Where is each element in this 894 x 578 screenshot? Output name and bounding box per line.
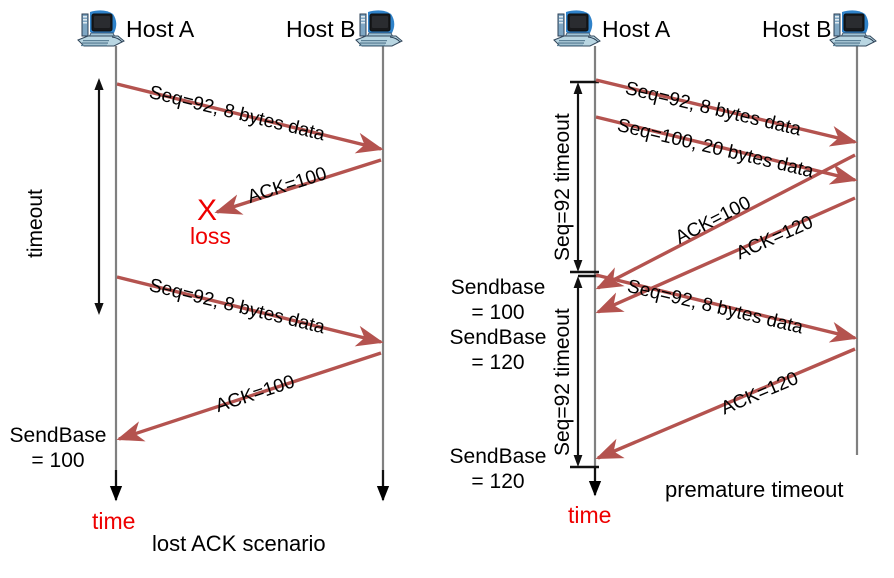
host-label-a-left: Host A <box>126 16 195 42</box>
computer-icon <box>553 10 601 47</box>
right-msg-3-arrow <box>595 153 856 290</box>
right-timeout-label-1: Seq=92 timeout <box>551 113 574 261</box>
loss-x-icon: X <box>197 194 218 227</box>
left-msg-3-arrow <box>116 275 384 347</box>
time-axis-label-right: time <box>568 502 612 528</box>
sendbase-note-right-2-line2: = 120 <box>471 470 525 493</box>
sendbase-note-right-2: SendBase = 120 <box>440 444 556 494</box>
host-label-b-right: Host B <box>762 16 832 42</box>
right-timeout-bracket-1 <box>570 80 599 274</box>
loss-label: loss <box>190 223 231 249</box>
right-msg-4-arrow <box>595 196 856 314</box>
sendbase-note-right-1-line1: Sendbase <box>450 276 546 299</box>
left-msg-4-arrow <box>116 351 382 442</box>
sendbase-note-right-1-line2: = 100 <box>471 301 525 324</box>
left-timeout-bracket <box>94 78 104 315</box>
sendbase-note-right-1-line3: SendBase <box>449 326 547 349</box>
sendbase-note-right-1: Sendbase = 100 SendBase = 120 <box>440 275 556 375</box>
host-label-b-left: Host B <box>286 16 356 42</box>
computer-icon <box>829 10 877 47</box>
left-msg-1-arrow <box>116 82 384 154</box>
right-timeout-bracket-2 <box>570 274 599 469</box>
right-msg-6-arrow <box>595 347 856 460</box>
sendbase-note-left: SendBase = 100 <box>6 423 110 473</box>
right-msg-2-arrow <box>595 115 858 185</box>
computer-icon <box>355 10 403 47</box>
caption-right: premature timeout <box>665 477 844 502</box>
left-timeout-label: timeout <box>24 189 47 258</box>
sendbase-note-right-1-line4: = 120 <box>471 351 525 374</box>
right-msg-1-arrow <box>595 78 858 147</box>
sendbase-note-left-line1: SendBase <box>9 424 107 447</box>
host-label-a-right: Host A <box>602 16 671 42</box>
right-msg-5-arrow <box>595 273 858 343</box>
sendbase-note-right-2-line1: SendBase <box>449 445 547 468</box>
caption-left: lost ACK scenario <box>152 531 326 556</box>
sendbase-note-left-line2: = 100 <box>31 449 85 472</box>
time-axis-label-left: time <box>92 508 136 534</box>
left-msg-2-arrow <box>214 158 382 215</box>
computer-icon <box>77 10 125 47</box>
